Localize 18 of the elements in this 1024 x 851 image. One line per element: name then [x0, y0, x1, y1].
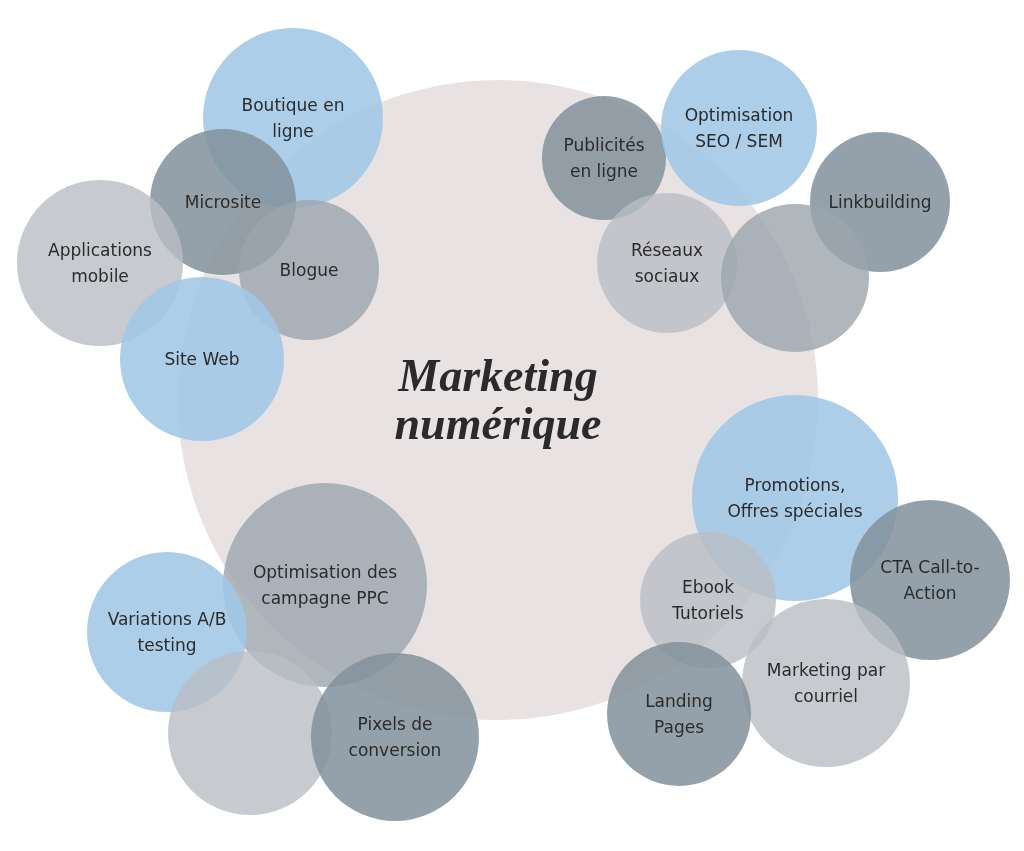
topic-label: CTA Call-to-Action: [879, 555, 981, 605]
topic-label: Variations A/B testing: [106, 607, 228, 657]
topic-label: Landing Pages: [644, 689, 714, 739]
topic-label: Marketing par courriel: [765, 658, 887, 708]
topic-label: Applications mobile: [47, 238, 153, 288]
topic-label: Optimisation SEO / SEM: [683, 103, 795, 153]
topic-label: Optimisation des campagne PPC: [251, 560, 399, 610]
central-title: Marketing numérique: [393, 351, 603, 449]
topic-label: Microsite: [183, 190, 263, 214]
topic-label: Réseaux sociaux: [629, 238, 705, 288]
topic-label: Publicités en ligne: [562, 133, 646, 183]
topic-label: Boutique en ligne: [240, 93, 346, 143]
topic-label: Linkbuilding: [827, 190, 933, 214]
topic-label: Pixels de conversion: [347, 712, 443, 762]
topic-label: Promotions, Offres spéciales: [726, 473, 864, 523]
topic-label: Ebook Tutoriels: [671, 575, 745, 625]
topic-label: Blogue: [278, 258, 340, 282]
topic-label: Site Web: [163, 347, 241, 371]
